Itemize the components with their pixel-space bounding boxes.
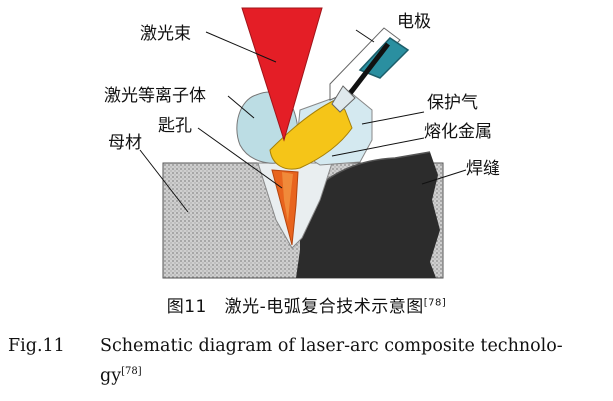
weld-seam	[296, 152, 440, 278]
caption-en-line2: gy	[100, 366, 122, 386]
label-laser-plasma: 激光等离子体	[104, 86, 206, 106]
molten-metal	[269, 99, 353, 170]
electrode-torch	[329, 27, 410, 113]
label-laser-beam: 激光束	[140, 24, 191, 44]
caption-cn-text: 激光-电弧复合技术示意图	[224, 297, 424, 317]
label-base-metal: 母材	[108, 133, 142, 153]
caption-cn: 图11 激光-电弧复合技术示意图[78]	[0, 292, 613, 317]
laser-arc-diagram: 激光束 电极 激光等离子体 保护气 匙孔 熔化金属 母材 焊缝	[104, 7, 500, 279]
label-molten-metal: 熔化金属	[424, 122, 492, 142]
caption-en-line1: Schematic diagram of laser-arc composite…	[100, 336, 563, 356]
caption-en-ref: [78]	[121, 366, 142, 378]
caption-cn-ref: [78]	[423, 297, 447, 309]
caption-en-figno: Fig.11	[8, 336, 65, 356]
label-weld-seam: 焊缝	[466, 159, 500, 179]
caption-en: Fig.11 Schematic diagram of laser-arc co…	[8, 331, 608, 386]
caption-cn-figno: 图11	[166, 297, 207, 317]
label-shielding-gas: 保护气	[427, 93, 478, 113]
label-keyhole: 匙孔	[158, 116, 192, 136]
laser-beam	[241, 7, 323, 142]
label-electrode: 电极	[397, 12, 431, 32]
keyhole-shape	[271, 169, 299, 246]
